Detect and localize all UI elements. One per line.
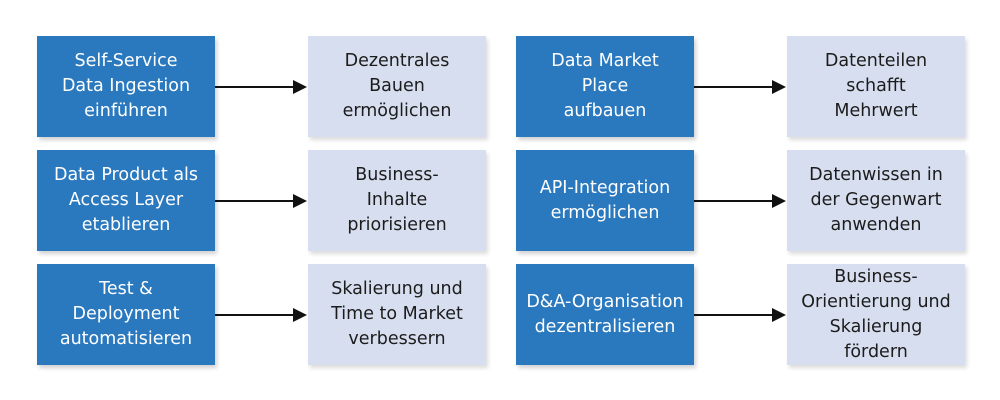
- arrow-connector: [215, 308, 307, 322]
- outcome-label: Datenteilen schafft Mehrwert: [824, 51, 928, 121]
- action-box-data-market-place: Data Market Place aufbauen: [516, 36, 694, 137]
- action-label: Test & Deployment automatisieren: [59, 279, 193, 349]
- outcome-box-business-orientation: Business- Orientierung und Skalierung fö…: [787, 264, 965, 365]
- arrow-connector: [215, 194, 307, 208]
- outcome-label: Skalierung und Time to Market verbessern: [331, 279, 463, 349]
- outcome-box-data-sharing: Datenteilen schafft Mehrwert: [787, 36, 965, 137]
- outcome-box-data-knowledge: Datenwissen in der Gegenwart anwenden: [787, 150, 965, 251]
- outcome-label: Business- Inhalte priorisieren: [347, 165, 447, 235]
- action-box-self-service-ingestion: Self-Service Data Ingestion einführen: [37, 36, 215, 137]
- action-label: Data Product als Access Layer etablieren: [53, 165, 199, 235]
- action-label: D&A-Organisation dezentralisieren: [526, 291, 684, 337]
- outcome-box-business-content: Business- Inhalte priorisieren: [308, 150, 486, 251]
- outcome-box-decentral-building: Dezentrales Bauen ermöglichen: [308, 36, 486, 137]
- arrow-connector: [694, 80, 786, 94]
- action-box-data-product-access-layer: Data Product als Access Layer etablieren: [37, 150, 215, 251]
- action-box-api-integration: API-Integration ermöglichen: [516, 150, 694, 251]
- arrow-connector: [694, 194, 786, 208]
- action-box-da-organisation: D&A-Organisation dezentralisieren: [516, 264, 694, 365]
- outcome-label: Business- Orientierung und Skalierung fö…: [801, 266, 951, 362]
- outcome-box-scaling-time-to-market: Skalierung und Time to Market verbessern: [308, 264, 486, 365]
- arrow-connector: [215, 80, 307, 94]
- outcome-label: Datenwissen in der Gegenwart anwenden: [809, 165, 943, 235]
- action-label: Self-Service Data Ingestion einführen: [61, 51, 191, 121]
- action-box-test-deployment: Test & Deployment automatisieren: [37, 264, 215, 365]
- outcome-label: Dezentrales Bauen ermöglichen: [342, 51, 452, 121]
- action-label: API-Integration ermöglichen: [539, 177, 671, 223]
- action-label: Data Market Place aufbauen: [551, 51, 659, 121]
- arrow-connector: [694, 308, 786, 322]
